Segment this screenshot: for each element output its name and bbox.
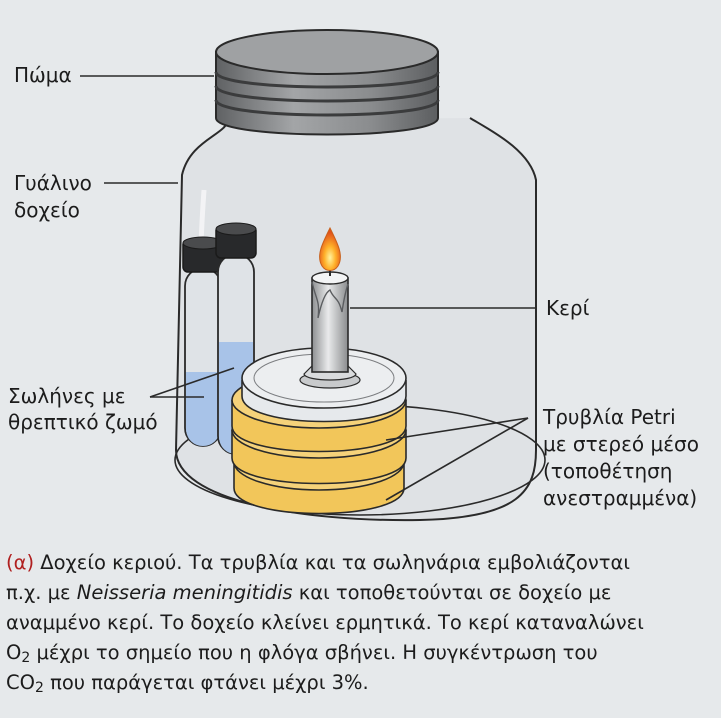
candle [299, 266, 361, 389]
caption-marker: (α) [6, 551, 35, 574]
label-lid: Πώμα [14, 63, 72, 87]
caption-o2: O [6, 641, 22, 664]
caption-text-1: Δοχείο κεριού. Τα τρυβλία και τα σωληνάρ… [34, 551, 630, 574]
caption-line-5: CO2 που παράγεται φτάνει μέχρι 3%. [6, 668, 716, 698]
leader-tubes-b [149, 367, 235, 398]
caption-text-4: μέχρι το σημείο που η φλόγα σβήνει. Η συ… [30, 641, 598, 664]
caption-text-2b: και τοποθετούνται σε δοχείο με [292, 581, 612, 604]
label-tubes-line2: θρεπτικό ζωμό [8, 410, 158, 434]
label-tubes-line1: Σωλήνες με [8, 384, 126, 408]
label-jar-line1: Γυάλινο [14, 171, 92, 195]
caption-species: Neisseria meningitidis [76, 581, 293, 604]
label-candle: Κερί [546, 296, 590, 320]
caption-line-4: O2 μέχρι το σημείο που η φλόγα σβήνει. Η… [6, 638, 716, 668]
leader-petri-a [385, 417, 529, 441]
label-petri-line2: με στερεό μέσο [543, 432, 699, 456]
label-jar-line2: δοχείο [14, 198, 80, 222]
caption-co2-sub: 2 [34, 680, 44, 696]
caption-line-3: αναμμένο κερί. Το δοχείο κλείνει ερμητικ… [6, 608, 716, 638]
leader-petri-b [385, 417, 529, 501]
lid [214, 29, 440, 136]
test-tube-left [182, 236, 224, 447]
figure-caption: (α) Δοχείο κεριού. Τα τρυβλία και τα σωλ… [6, 548, 716, 698]
caption-line-1: (α) Δοχείο κεριού. Τα τρυβλία και τα σωλ… [6, 548, 716, 578]
flame [319, 226, 341, 271]
label-petri-line1: Τρυβλία Petri [543, 405, 676, 429]
caption-co2: CO [6, 671, 35, 694]
caption-text-5: που παράγεται φτάνει μέχρι 3%. [43, 671, 369, 694]
caption-text-2a: π.χ. με [6, 581, 77, 604]
caption-o2-sub: 2 [21, 650, 31, 666]
petri-dish-stack [231, 347, 407, 515]
label-petri-line3: (τοποθέτηση [543, 459, 673, 483]
label-petri-line4: ανεστραμμένα) [543, 486, 698, 510]
caption-text-3: αναμμένο κερί. Το δοχείο κλείνει ερμητικ… [6, 611, 644, 634]
caption-line-2: π.χ. με Neisseria meningitidis και τοποθ… [6, 578, 716, 608]
